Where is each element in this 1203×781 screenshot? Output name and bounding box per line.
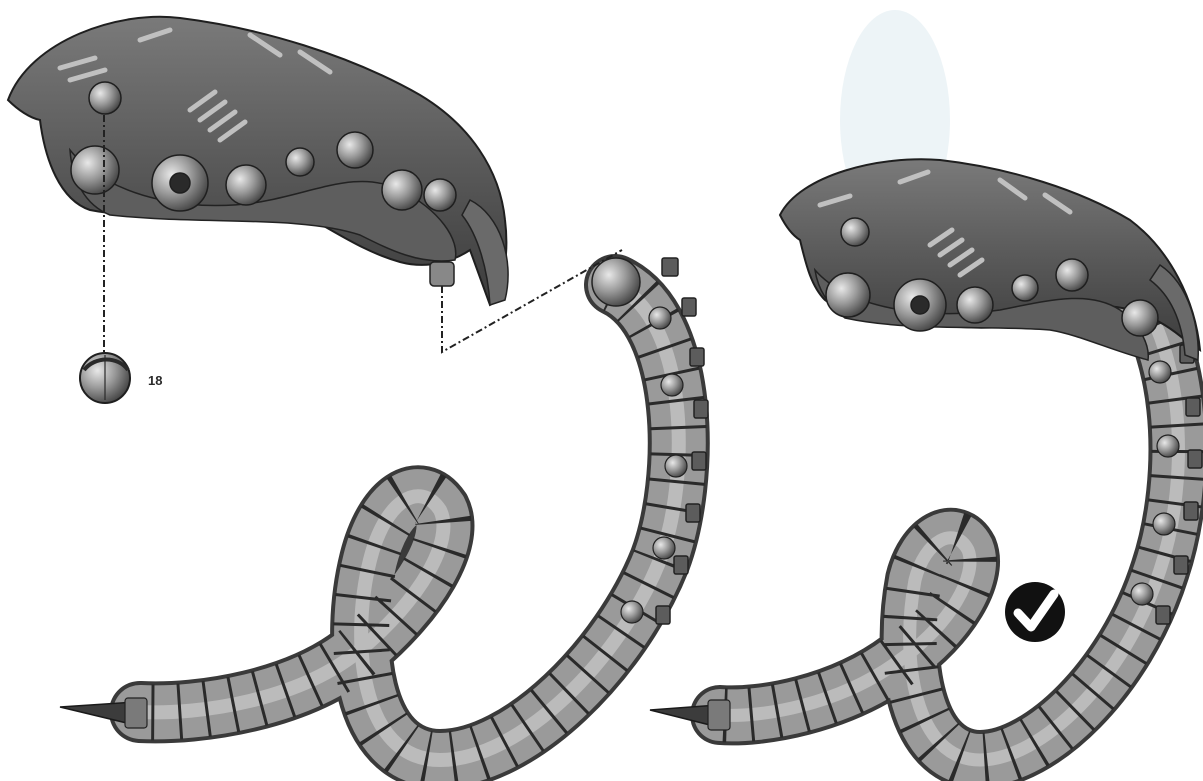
head-left-connector-peg bbox=[430, 262, 454, 286]
assembled-view bbox=[650, 159, 1202, 760]
tail-left-stinger bbox=[60, 702, 135, 725]
checkmark-circle-icon bbox=[1005, 582, 1065, 642]
exploded-view: 18 bbox=[8, 17, 708, 760]
part-18-number-label: 18 bbox=[148, 373, 162, 388]
tail-left-top-cap bbox=[592, 258, 640, 306]
tail-left bbox=[60, 258, 708, 760]
part-18: 18 bbox=[80, 353, 162, 403]
head-right bbox=[780, 159, 1200, 360]
tail-right-stinger-collar bbox=[708, 700, 730, 730]
tail-left-stinger-collar bbox=[125, 698, 147, 728]
head-left bbox=[8, 17, 508, 305]
tail-left-body-fill bbox=[140, 285, 679, 760]
